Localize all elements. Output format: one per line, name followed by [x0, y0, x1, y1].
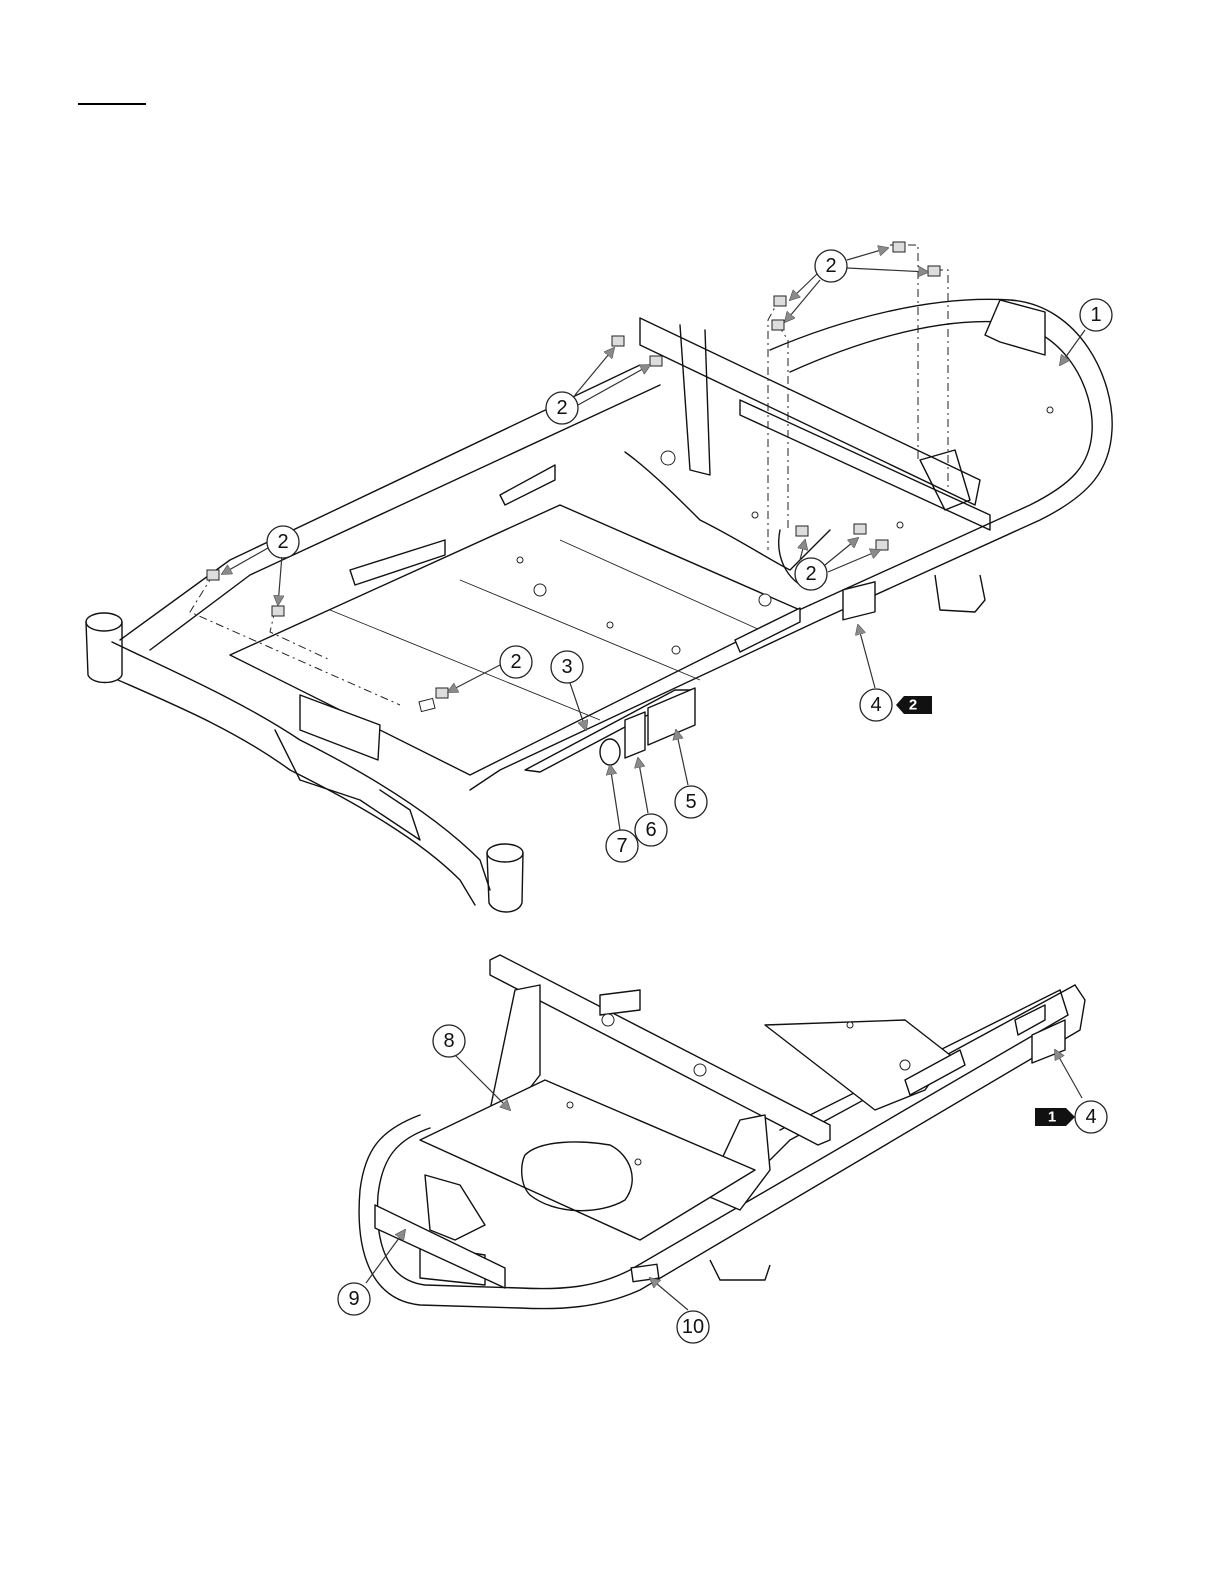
callout-2-center: 2 [500, 646, 532, 678]
clip-nut [650, 356, 662, 366]
frame-top-view [86, 299, 1112, 912]
clip-nut [207, 570, 219, 580]
callout-6-label: 6 [645, 819, 656, 841]
callout-7-label: 7 [616, 835, 627, 857]
callout-4-label: 4 [1085, 1106, 1096, 1128]
callout-2-top-left: 2 [546, 392, 578, 424]
callout-1: 1 [1080, 299, 1112, 331]
callout-2-top-right: 2 [815, 250, 847, 282]
callout-7: 7 [606, 830, 638, 862]
callout-2-left: 2 [267, 526, 299, 558]
callout-2-label: 2 [556, 397, 567, 419]
clip-nut [612, 336, 624, 346]
clip-nut [893, 242, 905, 252]
clip-nut [796, 526, 808, 536]
callout-4-label: 4 [870, 694, 881, 716]
callout-2-label: 2 [825, 255, 836, 277]
callout-2-mid-right: 2 [795, 558, 827, 590]
clip-nut [774, 296, 786, 306]
callout-3: 3 [551, 651, 583, 683]
caster-tube-right [487, 844, 523, 862]
clip-nut [272, 606, 284, 616]
callout-8-label: 8 [443, 1030, 454, 1052]
callout-9-label: 9 [348, 1288, 359, 1310]
tag-1-label: 1 [1048, 1109, 1056, 1126]
clip-nut [928, 266, 940, 276]
frame-bottom-view [359, 955, 1085, 1309]
callout-8: 8 [433, 1025, 465, 1057]
callout-10: 10 [677, 1311, 709, 1343]
callout-3-label: 3 [561, 656, 572, 678]
callout-5: 5 [675, 786, 707, 818]
callout-1-label: 1 [1090, 304, 1101, 326]
callout-9: 9 [338, 1283, 370, 1315]
clip-nut [436, 688, 448, 698]
callout-6: 6 [635, 814, 667, 846]
clip-nut [876, 540, 888, 550]
clip-nut [854, 524, 866, 534]
clip-nut [772, 320, 784, 330]
callout-4-top: 4 2 [860, 689, 932, 721]
callout-5-label: 5 [685, 791, 696, 813]
tag-2-label: 2 [909, 697, 917, 714]
callout-2-label: 2 [510, 651, 521, 673]
callout-2-label: 2 [805, 563, 816, 585]
callout-2-label: 2 [277, 531, 288, 553]
callout-10-label: 10 [682, 1316, 704, 1338]
callout-4-bottom: 1 4 [1035, 1101, 1107, 1133]
caster-tube-left [86, 613, 122, 631]
